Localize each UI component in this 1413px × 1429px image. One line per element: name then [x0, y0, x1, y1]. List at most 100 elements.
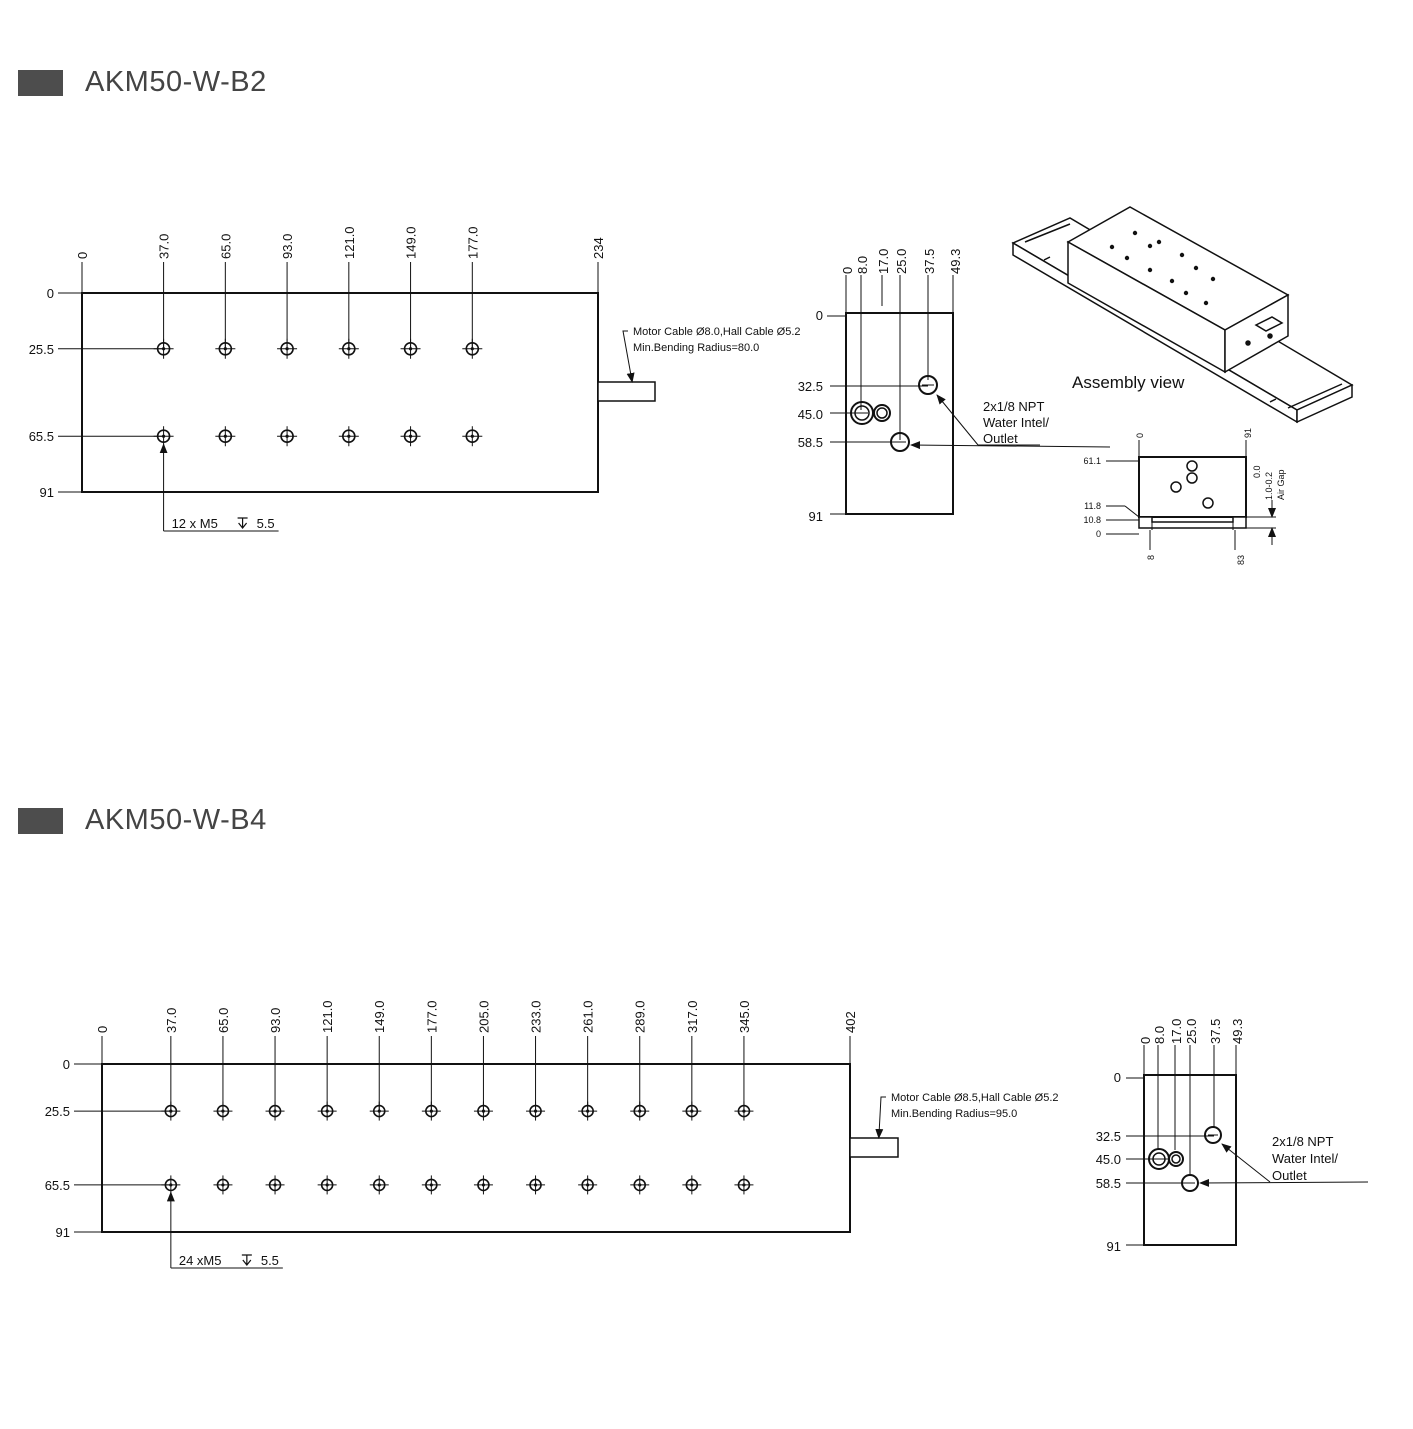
b2-end-view: 0 8.0 17.0 25.0 37.5 49.3 0 32.5 45.0 58…	[798, 249, 1111, 524]
top-dim-label: 121.0	[320, 1000, 335, 1033]
svg-text:37.5: 37.5	[1208, 1019, 1223, 1044]
top-dim-label: 0	[75, 252, 90, 259]
side-dim-label: 0	[47, 286, 54, 301]
depth-symbol	[237, 517, 248, 529]
b4-end-view: 0 8.0 17.0 25.0 37.5 49.3 0 32.5 45.0 58…	[1096, 1019, 1369, 1254]
svg-text:91: 91	[1107, 1239, 1121, 1254]
top-dim-label: 345.0	[737, 1000, 752, 1033]
hole-callout-text: 24 xM5	[179, 1253, 222, 1268]
end-side-32-5: 32.5	[798, 379, 823, 394]
depth-symbol	[241, 1254, 252, 1266]
svg-text:2x1/8 NPT: 2x1/8 NPT	[1272, 1134, 1333, 1149]
side-dim-label: 0	[63, 1057, 70, 1072]
hole-depth-text: 5.5	[257, 516, 275, 531]
side-dim-label: 25.5	[45, 1104, 70, 1119]
svg-text:0: 0	[1096, 529, 1101, 539]
svg-text:0: 0	[1135, 433, 1145, 438]
end-dim-25: 25.0	[894, 249, 909, 274]
hall-cable-port	[1168, 1151, 1184, 1167]
cable-note-line-2: Min.Bending Radius=80.0	[633, 342, 759, 354]
cable-exit	[597, 381, 656, 402]
top-dim-label: 93.0	[268, 1008, 283, 1033]
hall-cable-port	[873, 404, 891, 422]
assembly-view-label: Assembly view	[1072, 373, 1185, 392]
top-dim-label: 37.0	[157, 234, 172, 259]
end-dim-8: 8.0	[855, 256, 870, 274]
hole-depth-text: 5.5	[261, 1253, 279, 1268]
title-marker	[18, 807, 63, 834]
hole-callout-text: 12 x M5	[172, 516, 218, 531]
top-dim-label: 149.0	[372, 1000, 387, 1033]
end-dim-0: 0	[840, 267, 855, 274]
end-dim-49-3: 49.3	[948, 249, 963, 274]
end-side-58-5: 58.5	[798, 435, 823, 450]
end-dim-37-5: 37.5	[922, 249, 937, 274]
cable-note-line-1: Motor Cable Ø8.5,Hall Cable Ø5.2	[891, 1092, 1059, 1104]
plate-outline	[101, 1063, 851, 1233]
top-dim-label: 37.0	[164, 1008, 179, 1033]
svg-text:11.8: 11.8	[1084, 501, 1101, 511]
title-marker	[18, 69, 63, 96]
svg-text:61.1: 61.1	[1083, 456, 1101, 466]
assembly-side-view	[1106, 440, 1276, 550]
top-dim-label: 261.0	[581, 1000, 596, 1033]
svg-text:Air Gap: Air Gap	[1276, 469, 1286, 500]
svg-text:1.0-0.2: 1.0-0.2	[1264, 472, 1274, 500]
cable-exit	[849, 1137, 899, 1158]
svg-text:25.0: 25.0	[1184, 1019, 1199, 1044]
end-dim-17: 17.0	[876, 249, 891, 274]
end-side-0: 0	[816, 308, 823, 323]
top-dim-label: 177.0	[424, 1000, 439, 1033]
svg-text:Outlet: Outlet	[1272, 1168, 1307, 1183]
top-dim-label: 233.0	[529, 1000, 544, 1033]
cable-note-line-2: Min.Bending Radius=95.0	[891, 1108, 1017, 1120]
water-note-line-1: 2x1/8 NPT	[983, 399, 1044, 414]
cable-note-leader	[875, 1096, 886, 1139]
assembly-side-dims: 0 91 61.1 11.8 10.8 0 8 83 0.0 1.0-0.2 A…	[1083, 428, 1286, 565]
cable-note-leader	[622, 330, 635, 383]
cable-note-line-1: Motor Cable Ø8.0,Hall Cable Ø5.2	[633, 326, 801, 338]
side-dim-label: 91	[56, 1225, 70, 1240]
top-dim-label: 65.0	[216, 1008, 231, 1033]
b4-top-view: 0 37.0 65.0 93.0 121.0 149.0 177.0 205.0 233.0 26…	[45, 1000, 1059, 1269]
side-dim-label: 65.5	[29, 429, 54, 444]
top-dim-label: 65.0	[218, 234, 233, 259]
section-title-b2: AKM50-W-B2	[18, 66, 267, 99]
side-dim-label: 91	[40, 485, 54, 500]
top-dim-label: 149.0	[404, 226, 419, 259]
top-dim-label: 317.0	[685, 1000, 700, 1033]
water-port-lower	[890, 432, 910, 452]
water-port-upper	[1204, 1126, 1222, 1144]
top-dim-label: 289.0	[633, 1000, 648, 1033]
svg-text:83: 83	[1236, 555, 1246, 565]
svg-text:Water Intel/: Water Intel/	[1272, 1151, 1338, 1166]
svg-text:10.8: 10.8	[1083, 515, 1101, 525]
svg-text:49.3: 49.3	[1230, 1019, 1245, 1044]
assembly-view-illustration	[1011, 206, 1354, 424]
svg-text:45.0: 45.0	[1096, 1152, 1121, 1167]
svg-text:0.0: 0.0	[1252, 465, 1262, 478]
water-note-line-2: Water Intel/	[983, 415, 1049, 430]
side-dim-label: 65.5	[45, 1178, 70, 1193]
end-side-45: 45.0	[798, 407, 823, 422]
section-title-text: AKM50-W-B4	[85, 804, 267, 836]
svg-text:17.0: 17.0	[1169, 1019, 1184, 1044]
plate-outline	[81, 292, 599, 493]
top-dim-label: 177.0	[465, 226, 480, 259]
svg-text:8: 8	[1146, 555, 1156, 560]
water-port-upper	[918, 375, 938, 395]
top-dim-label: 234	[591, 237, 606, 259]
svg-text:0: 0	[1114, 1070, 1121, 1085]
water-note-line-3: Outlet	[983, 431, 1018, 446]
section-title-text: AKM50-W-B2	[85, 66, 267, 98]
svg-text:8.0: 8.0	[1152, 1026, 1167, 1044]
svg-text:32.5: 32.5	[1096, 1129, 1121, 1144]
section-title-b4: AKM50-W-B4	[18, 804, 267, 837]
end-side-91: 91	[809, 509, 823, 524]
svg-text:0: 0	[1138, 1037, 1153, 1044]
top-dim-label: 93.0	[280, 234, 295, 259]
top-dim-label: 205.0	[476, 1000, 491, 1033]
top-dim-label: 0	[95, 1026, 110, 1033]
side-dim-label: 25.5	[29, 342, 54, 357]
